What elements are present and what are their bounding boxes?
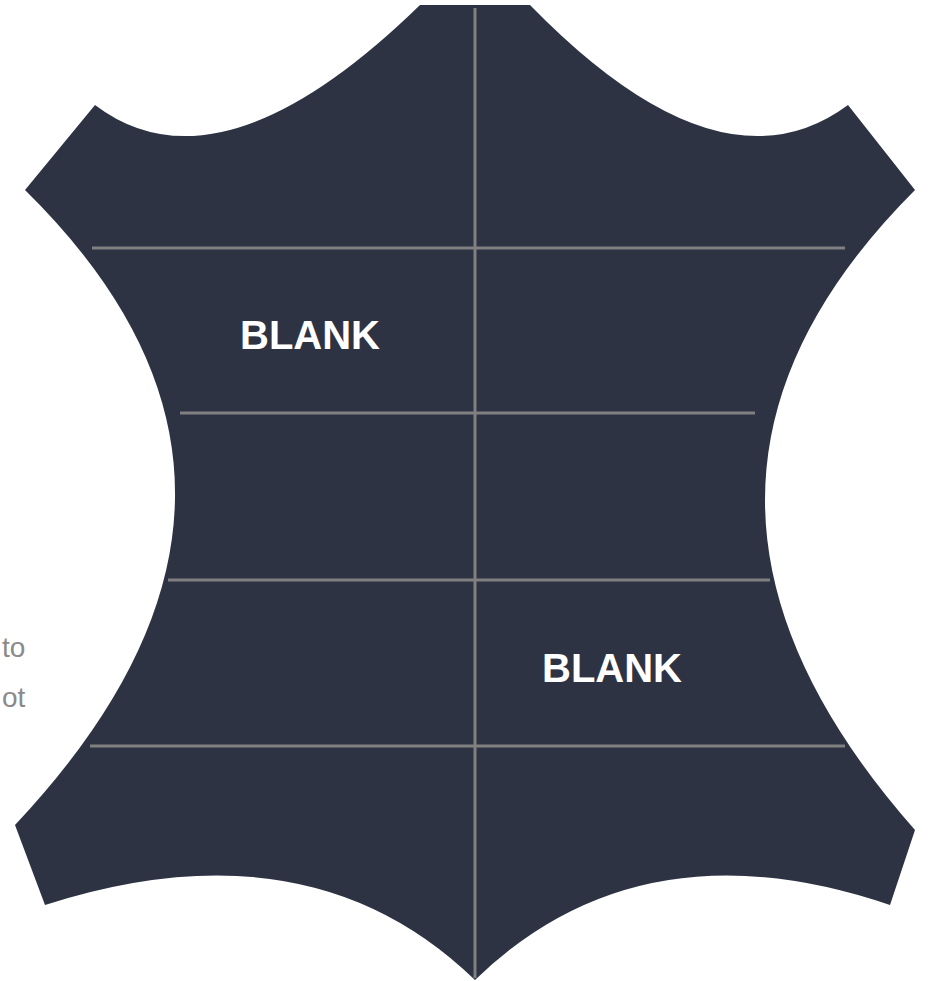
grid-lines bbox=[90, 8, 845, 978]
grid-line bbox=[168, 579, 770, 582]
cell-label: BLANK bbox=[542, 648, 682, 688]
grid-line bbox=[90, 745, 845, 748]
hide-shape bbox=[15, 5, 915, 980]
cell-label: BLANK bbox=[240, 315, 380, 355]
grid-line bbox=[180, 412, 755, 415]
note-fragment: to bbox=[2, 634, 25, 662]
grid-line bbox=[474, 8, 477, 978]
note-fragment: ot bbox=[2, 684, 25, 712]
grid-line bbox=[92, 247, 845, 250]
